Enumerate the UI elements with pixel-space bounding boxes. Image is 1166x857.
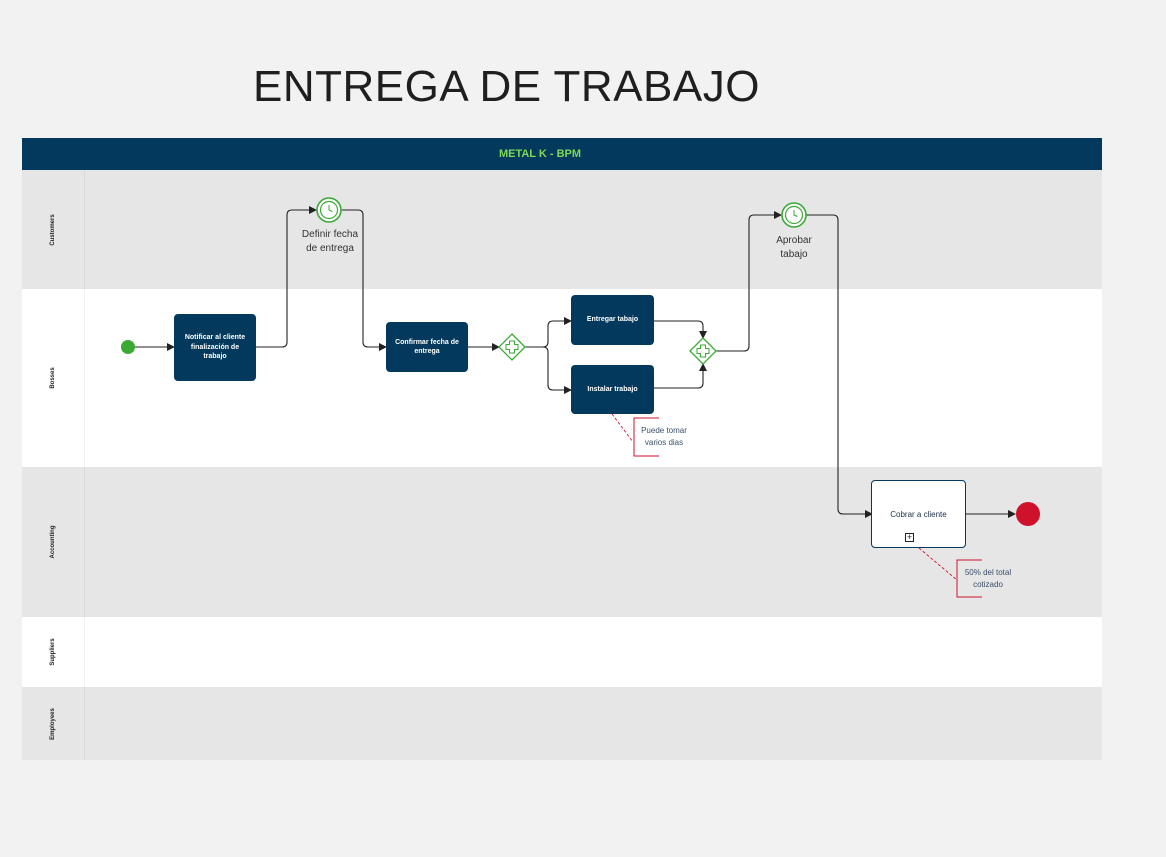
subprocess-expand-icon[interactable]: + bbox=[905, 532, 914, 542]
flow-entregar-to-join bbox=[653, 320, 707, 339]
page-title: ENTREGA DE TRABAJO bbox=[253, 62, 760, 111]
parallel-gateway-join-icon bbox=[689, 337, 717, 365]
flow-instalar-to-join bbox=[653, 363, 707, 389]
lane-suppliers: Suppliers bbox=[22, 617, 1102, 687]
start-event bbox=[121, 340, 135, 354]
task-notificar-cliente[interactable]: Notificar al cliente finalización de tra… bbox=[174, 314, 256, 381]
end-event bbox=[1016, 502, 1040, 526]
label-definir-fecha: Definir fecha de entrega bbox=[301, 229, 359, 254]
flow-join-to-aprobar bbox=[716, 211, 782, 352]
flow-notificar-to-definir bbox=[256, 206, 317, 348]
annotation-instalar-connector bbox=[611, 413, 659, 457]
flow-split-to-instalar bbox=[542, 346, 572, 394]
subprocess-cobrar-cliente[interactable]: Cobrar a cliente bbox=[871, 480, 966, 548]
pool-title: METAL K - BPM bbox=[498, 148, 582, 160]
flow-definir-to-confirmar bbox=[342, 209, 387, 351]
annotation-instalar: Puede tomar varios dias bbox=[641, 426, 687, 447]
parallel-gateway-split-icon bbox=[498, 333, 526, 361]
subprocess-cobrar-label: Cobrar a cliente bbox=[890, 509, 947, 519]
timer-event-aprobar-icon bbox=[781, 202, 807, 228]
label-aprobar-trabajo: Aprobar tabajo bbox=[776, 235, 812, 260]
flow-split-to-entregar bbox=[525, 317, 572, 348]
pool-header: METAL K - BPM bbox=[22, 138, 1102, 170]
annotation-cobrar: 50% del total cotizado bbox=[964, 568, 1012, 589]
task-instalar-trabajo[interactable]: Instalar trabajo bbox=[571, 365, 654, 414]
timer-event-definir-icon bbox=[316, 197, 342, 223]
lane-customers: Customers bbox=[22, 170, 1102, 289]
task-confirmar-fecha[interactable]: Confirmar fecha de entrega bbox=[386, 322, 468, 372]
flow-aprobar-to-cobrar bbox=[806, 214, 873, 518]
task-entregar-trabajo[interactable]: Entregar tabajo bbox=[571, 295, 654, 345]
annotation-cobrar-connector bbox=[918, 547, 982, 598]
lane-employees: Employees bbox=[22, 687, 1102, 760]
